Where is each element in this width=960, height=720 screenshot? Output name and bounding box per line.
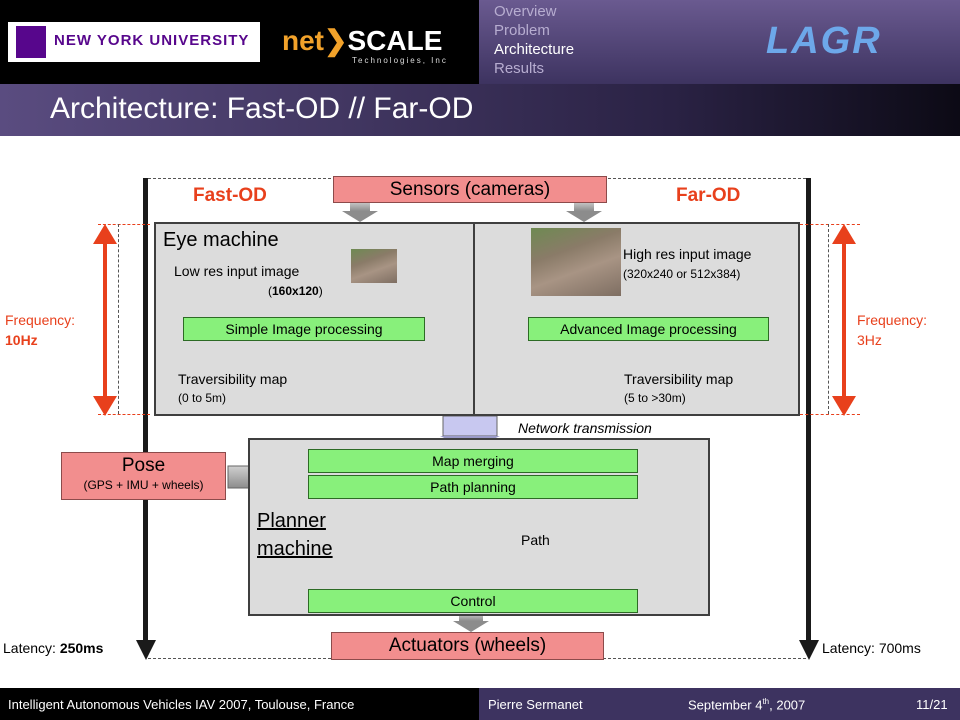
path-label: Path: [521, 532, 550, 548]
path-planning-box: Path planning: [308, 475, 638, 499]
fast-frequency-value: 10Hz: [5, 332, 38, 348]
network-transmission-label: Network transmission: [518, 420, 652, 436]
far-frequency-arrow: [832, 224, 856, 416]
fast-od-timeline: [143, 178, 148, 648]
fast-frequency-label: Frequency:: [5, 312, 76, 328]
far-latency-label: Latency:: [822, 640, 875, 656]
far-timeline-arrowhead: [799, 640, 819, 660]
sensor-arrow-left: [342, 201, 378, 222]
fast-timeline-arrowhead: [136, 640, 156, 660]
footer-bar-right: [479, 688, 960, 720]
planner-machine-label-line1: Planner: [257, 510, 326, 532]
far-frequency-value: 3Hz: [857, 332, 882, 348]
fast-top-guide: [98, 224, 150, 225]
page-title: Architecture: Fast-OD // Far-OD: [50, 92, 474, 125]
fast-latency-label: Latency:: [3, 640, 56, 656]
netscale-logo-net: net: [282, 25, 324, 56]
far-top-guide: [800, 224, 860, 225]
footer-date: September 4th, 2007: [688, 697, 805, 712]
menu-item-architecture[interactable]: Architecture: [494, 41, 575, 58]
high-res-input-image: [531, 228, 621, 296]
low-res-size: (160x120): [268, 284, 323, 298]
netscale-arrow-icon: ❯: [324, 25, 348, 56]
section-menu: Overview Problem Architecture Results: [479, 0, 960, 84]
footer-author: Pierre Sermanet: [488, 697, 583, 712]
advanced-image-processing-box: Advanced Image processing: [528, 317, 769, 341]
menu-item-problem[interactable]: Problem: [494, 22, 550, 39]
nyu-logo-text: NEW YORK UNIVERSITY: [54, 32, 250, 49]
fast-latency-value: 250ms: [59, 640, 104, 656]
sensor-arrow-right: [566, 201, 602, 222]
eye-machine-label: Eye machine: [163, 229, 279, 251]
map-merging-box: Map merging: [308, 449, 638, 473]
fast-freq-guide: [118, 224, 119, 414]
high-res-size: (320x240 or 512x384): [623, 267, 741, 281]
fast-frequency-arrow: [93, 224, 117, 416]
fast-latency: Latency: 250ms: [3, 640, 103, 656]
high-res-label: High res input image: [623, 246, 752, 262]
fast-traversibility-label: Traversibility map: [178, 371, 288, 387]
low-res-label: Low res input image: [174, 263, 300, 279]
simple-image-processing-box: Simple Image processing: [183, 317, 425, 341]
footer-conference: Intelligent Autonomous Vehicles IAV 2007…: [8, 697, 355, 712]
actuators-box: Actuators (wheels): [331, 632, 604, 660]
fast-traversibility-range: (0 to 5m): [178, 391, 227, 405]
netscale-logo-scale: SCALE: [347, 25, 443, 56]
pose-box: Pose (GPS + IMU + wheels): [61, 452, 226, 500]
pose-label: Pose: [121, 455, 166, 476]
far-latency-value: 700ms: [878, 640, 921, 656]
far-bottom-guide: [800, 414, 860, 415]
netscale-logo-subtitle: Technologies, Inc: [352, 56, 448, 65]
sensors-box: Sensors (cameras): [333, 176, 607, 203]
far-freq-guide: [828, 224, 829, 414]
title-band: [0, 84, 960, 136]
low-res-size-value: 160x120: [272, 284, 319, 298]
footer-date-main: September 4: [688, 697, 763, 713]
low-res-size-open: (: [268, 284, 272, 298]
nyu-logo: NEW YORK UNIVERSITY: [8, 22, 260, 62]
netscale-logo: net❯SCALE: [282, 24, 442, 57]
menu-item-overview[interactable]: Overview: [494, 3, 557, 20]
planner-machine-label-line2: machine: [257, 538, 333, 560]
nyu-torch-icon: [16, 26, 46, 58]
pose-sublabel: (GPS + IMU + wheels): [83, 478, 204, 492]
far-frequency-label: Frequency:: [857, 312, 928, 328]
far-od-timeline: [806, 178, 811, 648]
low-res-size-close: ): [318, 284, 323, 298]
fast-bottom-guide: [98, 414, 150, 415]
footer-page-number: 11/21: [916, 697, 948, 712]
control-to-actuators-arrow: [453, 613, 489, 632]
fast-od-label: Fast-OD: [193, 185, 267, 206]
far-latency: Latency: 700ms: [822, 640, 921, 656]
far-od-label: Far-OD: [676, 185, 741, 206]
low-res-input-image: [351, 249, 397, 283]
far-traversibility-label: Traversibility map: [624, 371, 734, 387]
footer-date-year: , 2007: [769, 697, 806, 713]
lagr-logo: LAGR: [766, 20, 882, 62]
far-traversibility-range: (5 to >30m): [624, 391, 686, 405]
footer-date-suffix: th: [762, 697, 770, 706]
menu-item-results[interactable]: Results: [494, 60, 545, 77]
control-box: Control: [308, 589, 638, 613]
